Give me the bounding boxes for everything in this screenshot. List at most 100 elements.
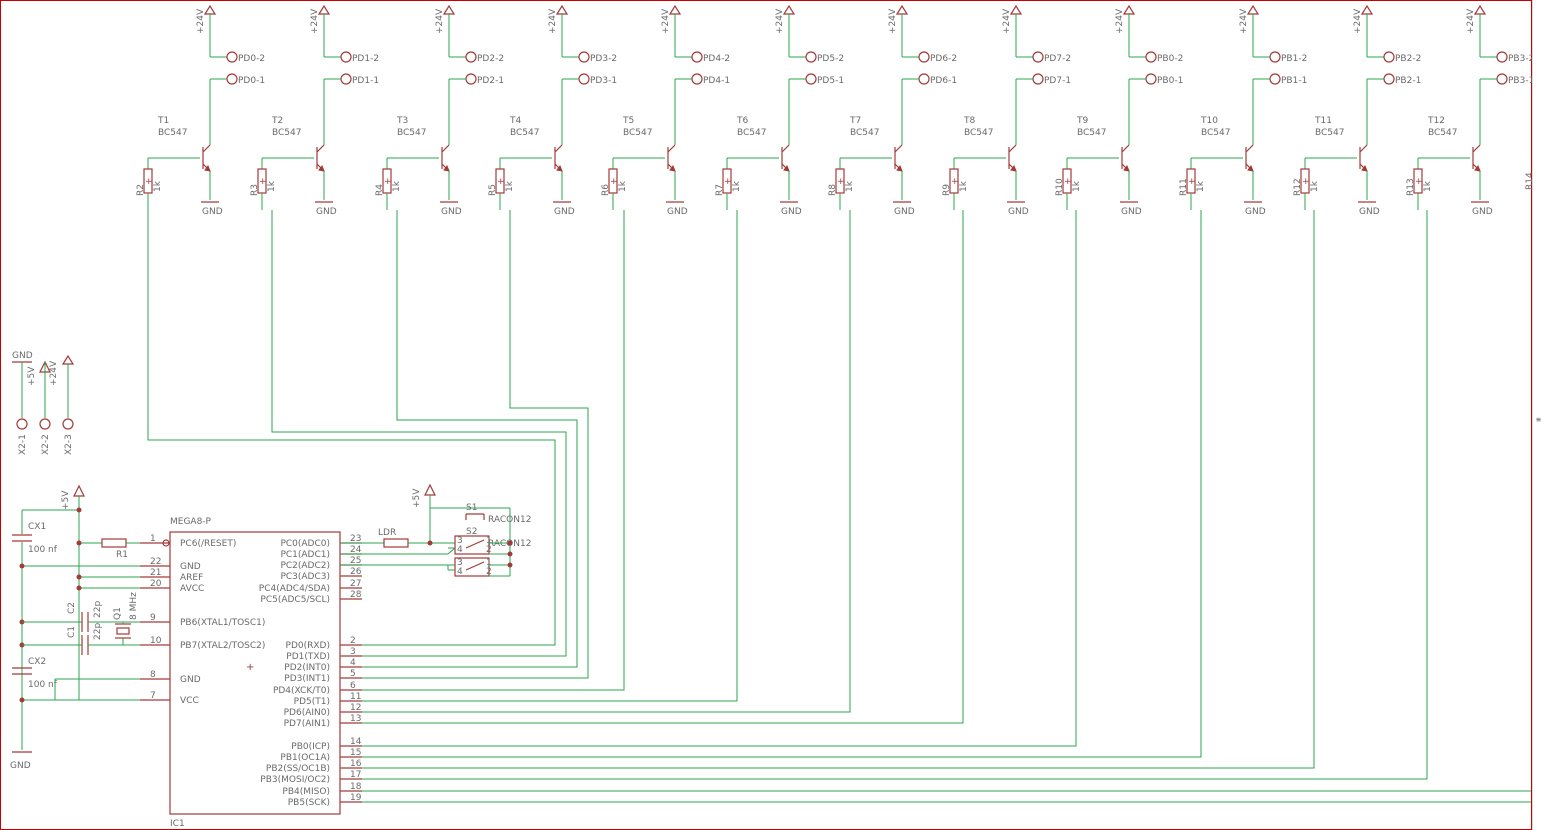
pad-icon	[578, 73, 590, 85]
resistor-ref: R6	[601, 184, 611, 196]
ldr-switch-area: LDR +5V S1 RACON12 S2 RACON12 3 4 1 2 3 …	[340, 483, 531, 577]
transistor-type: BC547	[510, 128, 539, 138]
switch-pin: 2	[486, 567, 492, 577]
resistor-r1	[101, 538, 127, 548]
resistor-value: 1k	[392, 180, 402, 192]
resistor-pin-mark: +	[1188, 177, 1196, 187]
pin-label: PC1(ADC1)	[280, 550, 330, 560]
transistor-ref: T8	[963, 116, 975, 126]
pad-icon	[1496, 73, 1508, 85]
pad-label: PB0-2	[1157, 54, 1183, 64]
signal-net	[362, 210, 625, 691]
signal-nets	[147, 210, 1531, 803]
connector-pin-label: X2-3	[64, 434, 74, 455]
c1-value: 22p	[93, 623, 103, 640]
connector-pad	[39, 418, 51, 430]
scrollbar-grip-icon[interactable]: ≡	[1536, 415, 1541, 424]
pad-icon	[691, 73, 703, 85]
pad-icon	[1269, 51, 1281, 63]
pin-label: PC3(ADC3)	[280, 572, 330, 582]
pad-label: PD7-1	[1044, 76, 1071, 86]
pin-label: PC0(ADC0)	[280, 539, 330, 549]
resistor-value: 1k	[845, 180, 855, 192]
gnd-label: GND	[316, 207, 337, 217]
pin-label: PB6(XTAL1/TOSC1)	[180, 618, 265, 628]
pin-number: 23	[350, 534, 361, 544]
pad-label: PD0-2	[238, 54, 265, 64]
pad-label: PD6-2	[930, 54, 957, 64]
transistor-type: BC547	[158, 128, 187, 138]
resistor-pin-mark: +	[837, 177, 845, 187]
vcc-arrow-symbol	[424, 483, 436, 496]
ic-ref: IC1	[170, 819, 185, 829]
pin-label: PD2(INT0)	[284, 663, 330, 673]
pin-label: PD5(T1)	[294, 697, 330, 707]
c2-value: 22p	[93, 601, 103, 618]
vcc-arrow-symbol	[73, 484, 85, 497]
pin-label: PD7(AIN1)	[284, 719, 330, 729]
pad-icon	[1145, 73, 1157, 85]
vertical-scrollbar[interactable]	[1532, 0, 1545, 830]
emitter-arrow-icon	[1247, 164, 1254, 172]
ic-right-pins: 23PC0(ADC0)24PC1(ADC1)25PC2(ADC2)26PC3(A…	[259, 534, 362, 808]
transistor-ref: T5	[622, 116, 634, 126]
pad-label: PD7-2	[1044, 54, 1071, 64]
resistor-ref: R7	[715, 184, 725, 196]
emitter-arrow-icon	[204, 164, 211, 172]
resistor-pin-mark: +	[1064, 177, 1072, 187]
switch-pin: 2	[486, 545, 492, 555]
pin-label: PB2(SS/OC1B)	[266, 764, 330, 774]
connector-pin-label: X2-1	[18, 434, 28, 455]
resistor-value: 1k	[1196, 180, 1206, 192]
pin-number: 25	[350, 556, 361, 566]
supply-label: +24V	[1115, 8, 1125, 34]
resistor-value: 1k	[267, 180, 277, 192]
pin-number: 6	[350, 681, 356, 691]
resistor-pin-mark: +	[384, 177, 392, 187]
gnd-bottom-label: GND	[10, 761, 31, 771]
resistor-ref: R12	[1293, 178, 1303, 196]
transistor-ref: T3	[396, 116, 408, 126]
signal-net	[362, 210, 578, 668]
resistor-pin-mark: +	[951, 177, 959, 187]
pad-icon	[918, 51, 930, 63]
pin-number: 7	[150, 691, 156, 701]
pad-icon	[578, 51, 590, 63]
supply-label: +24V	[888, 8, 898, 34]
resistor-ref: R8	[828, 184, 838, 196]
pad-icon	[465, 51, 477, 63]
signal-net	[362, 210, 738, 702]
pad-label: PB3-2	[1508, 54, 1534, 64]
pin-label: PC4(ADC4/SDA)	[259, 584, 330, 594]
pad-icon	[1496, 51, 1508, 63]
pin-label: AVCC	[180, 584, 204, 594]
ldr-resistor	[383, 538, 409, 548]
signal-net	[147, 210, 556, 646]
pad-label: PD4-2	[703, 54, 730, 64]
emitter-arrow-icon	[443, 164, 450, 172]
gnd-label: GND	[1472, 207, 1493, 217]
vcc-left-label: +5V	[61, 490, 71, 510]
pin-number: 24	[350, 545, 362, 555]
pin-label: PD1(TXD)	[286, 652, 330, 662]
s2-ref: S2	[466, 527, 477, 537]
resistor-pin-mark: +	[610, 177, 618, 187]
ldr-label: LDR	[378, 528, 396, 538]
transistor-ref: T7	[849, 116, 861, 126]
vcc-arrow-symbol	[1360, 4, 1374, 15]
vcc-arrow-symbol	[668, 4, 682, 15]
